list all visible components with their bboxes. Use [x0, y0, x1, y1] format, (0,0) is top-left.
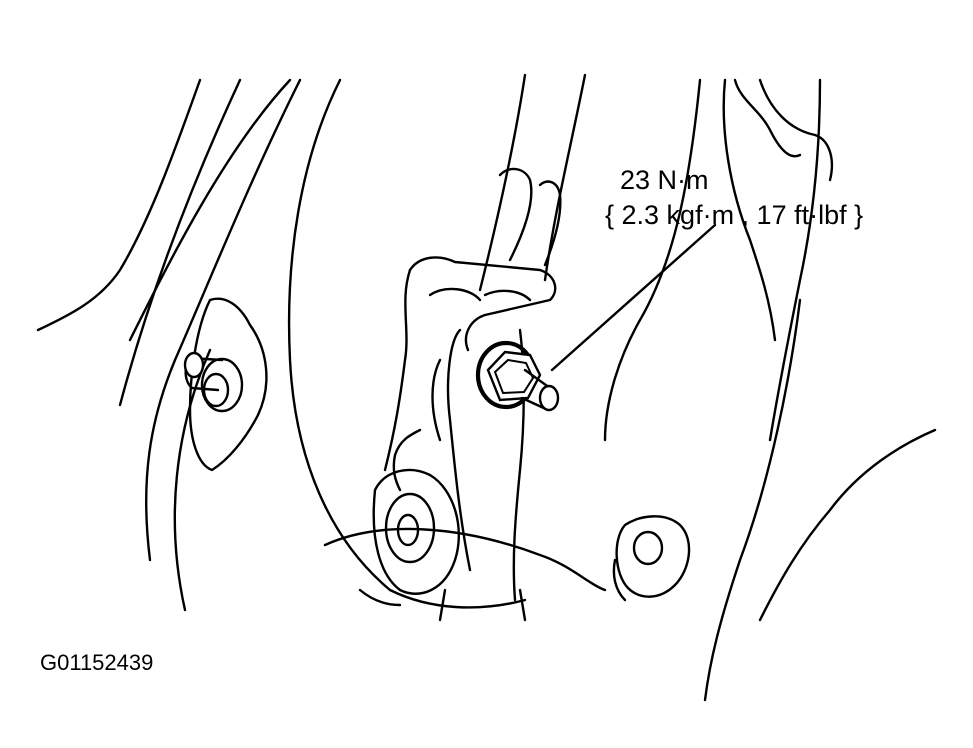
torque-value-label: 23 N·m — [620, 165, 709, 195]
body-contours-right — [603, 78, 937, 702]
lower-arc — [323, 527, 607, 622]
right-mounting-tab — [612, 515, 691, 602]
connecting-rod — [478, 73, 587, 292]
figure-id-label: G01152439 — [40, 650, 154, 675]
torque-conversion-label: { 2.3 kgf·m , 17 ft·lbf } — [605, 200, 864, 230]
lower-pivot — [358, 468, 461, 607]
left-mounting-stud — [183, 297, 268, 472]
link-bracket — [383, 256, 557, 602]
torque-bolt — [475, 340, 560, 412]
body-contours-left — [36, 78, 392, 612]
callout-leader-line — [550, 223, 717, 372]
